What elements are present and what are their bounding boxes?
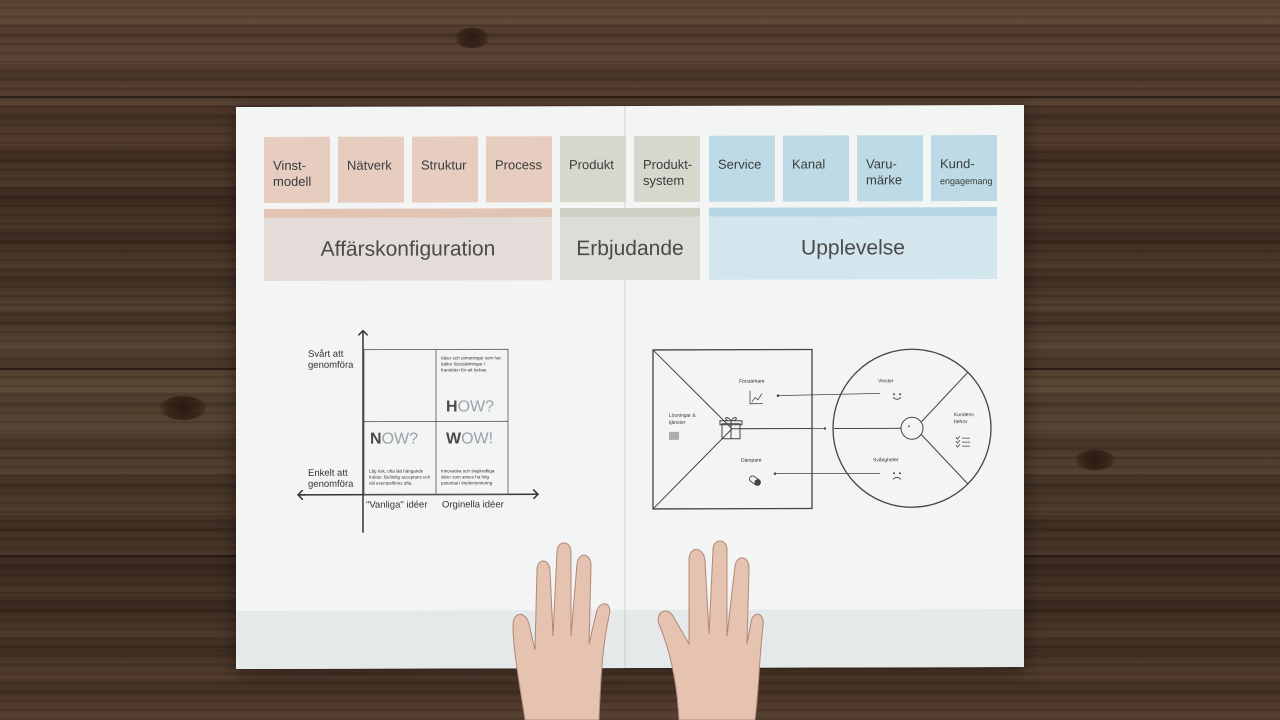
- paper-bottom-strip: [236, 608, 1024, 670]
- value-proposition-canvas: [652, 348, 992, 510]
- forstarkare-label: Förstärkare: [739, 378, 765, 385]
- pill-icon: [749, 475, 761, 486]
- tile-process: Process: [486, 136, 552, 203]
- wood-knot: [1075, 450, 1115, 470]
- tile-label: märke: [866, 172, 903, 188]
- tile-label: Varu-: [866, 156, 897, 172]
- y-axis-top-label: Svårt att genomföra: [308, 348, 354, 371]
- now-how-wow-matrix: [286, 324, 546, 533]
- gift-icon: [719, 417, 743, 440]
- tile-vinstmodell: Vinst-modell: [264, 136, 330, 203]
- gain-connector: [777, 392, 881, 397]
- wow-rest: OW!: [461, 430, 494, 448]
- tile-produkt: Produkt: [560, 136, 626, 203]
- now-label: NOW?: [370, 431, 418, 449]
- now-initial: N: [370, 430, 382, 448]
- wow-description: Innovativa och slagkraftiga idéer som an…: [441, 468, 495, 486]
- pain-connector-dot: [773, 472, 777, 475]
- smile-icon: [892, 393, 902, 400]
- svarigheter-label: Svårigheter: [873, 457, 899, 464]
- tile-label: Vinst-: [273, 157, 306, 173]
- tile-produktsystem: Produkt-system: [634, 135, 700, 202]
- barcode-icon: [669, 431, 679, 440]
- x-axis-left-label: "Vanliga" idéer: [366, 499, 428, 511]
- tile-label: Produkt-: [643, 156, 693, 172]
- tile-label: Kanal: [792, 156, 826, 172]
- tile-label: Produkt: [569, 157, 614, 173]
- frown-icon: [892, 472, 902, 480]
- checklist-icon: [955, 435, 970, 448]
- customer-profile-circle: [832, 348, 992, 508]
- how-description: Idéer och utmaningar som har bättre föru…: [441, 355, 502, 373]
- category-affarskonfiguration: Affärskonfiguration: [264, 217, 552, 281]
- kundens-behov-label: Kundens behov: [954, 412, 974, 425]
- dampare-label: Dämpare: [741, 457, 762, 464]
- tile-label: modell: [273, 173, 312, 189]
- tile-kanal: Kanal: [783, 135, 849, 202]
- now-rest: OW?: [381, 430, 419, 448]
- customer-profile-divider: [920, 433, 969, 485]
- chart-icon: [749, 390, 763, 405]
- tile-kundengagemang: Kund-engagemang: [931, 135, 997, 202]
- tile-label: Nätverk: [347, 157, 392, 173]
- customer-profile-divider: [920, 371, 969, 423]
- right-hand: [657, 540, 764, 720]
- how-rest: OW?: [457, 398, 495, 416]
- tile-label: engagemang: [940, 176, 993, 187]
- bar-erbjudande: [560, 207, 700, 218]
- vinster-label: Vinster: [878, 378, 894, 385]
- category-erbjudande: Erbjudande: [560, 216, 700, 281]
- x-axis-right-label: Orginella idéer: [442, 499, 504, 511]
- face-icon: [900, 416, 924, 440]
- fit-connector-dot: [823, 427, 827, 430]
- value-map-diagonal: [652, 349, 733, 430]
- how-initial: H: [446, 398, 458, 416]
- tile-label: Struktur: [421, 157, 467, 173]
- wow-label: WOW!: [446, 430, 493, 448]
- tile-label: Service: [718, 156, 762, 172]
- y-axis-bottom-label: Enkelt att genomföra: [308, 467, 354, 490]
- tile-label: Process: [495, 157, 542, 173]
- value-map-diagonal: [652, 428, 733, 510]
- tile-struktur: Struktur: [412, 136, 478, 203]
- losningar-label: Lösningar & tjänster: [669, 412, 696, 426]
- wow-initial: W: [446, 430, 462, 448]
- tile-label: Kund-: [940, 156, 975, 172]
- now-description: Låg risk, ofta lätt hängande frukter. Be…: [369, 468, 431, 486]
- gain-connector-dot: [776, 394, 780, 397]
- paper-sheet: Vinst-modell Nätverk Struktur Process Pr…: [236, 104, 1024, 670]
- face-eye: [908, 425, 910, 428]
- tile-label: system: [643, 172, 685, 188]
- wood-knot: [160, 396, 206, 420]
- tile-service: Service: [709, 135, 775, 202]
- tile-natverk: Nätverk: [338, 136, 404, 203]
- category-upplevelse: Upplevelse: [709, 216, 997, 280]
- wood-knot: [455, 28, 489, 48]
- how-label: HOW?: [446, 398, 494, 416]
- plank-seam: [0, 96, 1280, 98]
- tile-varumarke: Varu-märke: [857, 135, 923, 202]
- left-hand: [512, 542, 611, 720]
